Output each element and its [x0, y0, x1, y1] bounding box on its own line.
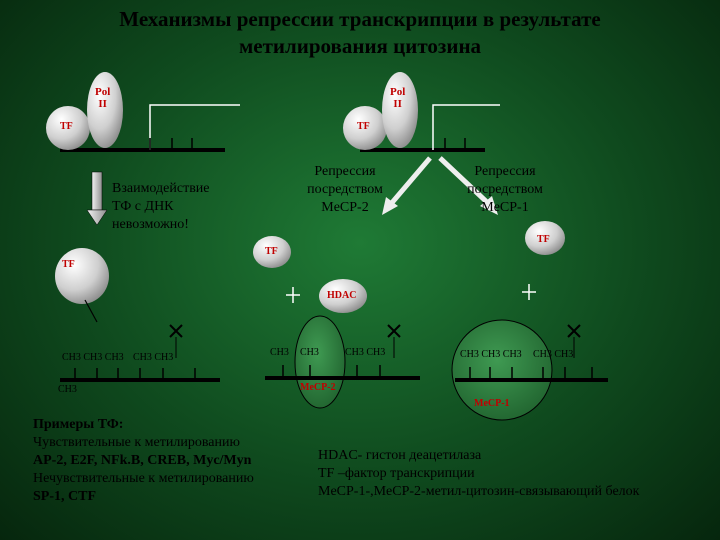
methyl-center-3: CH3 CH3: [345, 347, 386, 358]
repress-mecp2-caption: Репрессия посредством MeCP-2: [307, 164, 383, 215]
tf-top-left-label: TF: [60, 121, 73, 132]
tf-mid-left-protein: [55, 248, 109, 304]
pol-left-protein: [87, 72, 123, 148]
promoter-arrow-right: [432, 104, 500, 150]
top-left-gene: [46, 72, 240, 152]
mecp1-protein: [451, 319, 553, 421]
methyl-center-2: CH3: [300, 347, 319, 358]
bottom-right-gene: [451, 221, 608, 421]
methyl-left-group-2: CH3 CH3: [133, 352, 174, 363]
tf-top-left-protein: [46, 106, 90, 150]
examples-block: Примеры ТФ: Чувствительные к метилирован…: [33, 416, 254, 506]
page-title: Механизмы репрессии транскрипции в резул…: [0, 6, 720, 60]
tf-mid-right-protein: [525, 221, 565, 255]
bottom-left-gene: [55, 248, 220, 382]
tf-mid-right-label: TF: [537, 234, 550, 245]
top-right-gene: [343, 72, 500, 152]
sensitive-label: Чувствительные к метилированию: [33, 435, 240, 450]
hdac-protein: [319, 279, 367, 313]
sensitive-list: AP-2, E2F, NFk.B, CREB, Myc/Myn: [33, 453, 252, 468]
insensitive-list: SP-1, CTF: [33, 489, 96, 504]
arrow-to-mecp1: [438, 156, 498, 215]
legend-mecp: MeCP-1-,MeCP-2-метил-цитозин-связывающий…: [318, 484, 640, 499]
legend-block: HDAC- гистон деацетилаза TF –фактор тран…: [318, 447, 639, 501]
promoter-arrow-left: [149, 104, 240, 150]
methyl-right-2: CH3 CH3: [533, 349, 574, 360]
tf-mid-center-label: TF: [265, 246, 278, 257]
mecp2-protein: [294, 315, 346, 409]
insensitive-label: Нечувствительные к метилированию: [33, 471, 254, 486]
examples-heading: Примеры ТФ:: [33, 417, 124, 432]
bottom-center-gene: [253, 236, 420, 409]
tf-mid-left-label: TF: [62, 259, 75, 270]
mecp1-label: MeCP-1: [474, 398, 510, 409]
repress-mecp1-caption: Репрессия посредством MeCP-1: [467, 164, 543, 215]
hdac-label: HDAC: [327, 290, 357, 301]
blocked-x-center: [387, 324, 401, 338]
interaction-caption: Взаимодействие ТФ с ДНК невозможно!: [112, 181, 210, 232]
blocked-x-right: [567, 324, 581, 338]
methyl-right-1: CH3 CH3 CH3: [460, 349, 522, 360]
title-line-1: Механизмы репрессии транскрипции в резул…: [119, 7, 601, 31]
arrow-to-mecp2: [382, 156, 432, 215]
blocked-x-left: [169, 324, 183, 338]
tf-top-right-label: TF: [357, 121, 370, 132]
pol-right-protein: [382, 72, 418, 148]
title-line-2: метилирования цитозина: [238, 34, 482, 58]
legend-tf: TF –фактор транскрипции: [318, 466, 475, 481]
legend-hdac: HDAC- гистон деацетилаза: [318, 448, 482, 463]
tf-top-right-protein: [343, 106, 387, 150]
methyl-left-below: CH3: [58, 384, 77, 395]
down-arrow: [86, 171, 108, 226]
methyl-center-1: CH3: [270, 347, 289, 358]
tf-mid-center-protein: [253, 236, 291, 268]
methyl-left-group-1: CH3 CH3 CH3: [62, 352, 124, 363]
mecp2-label: MeCP-2: [300, 382, 336, 393]
